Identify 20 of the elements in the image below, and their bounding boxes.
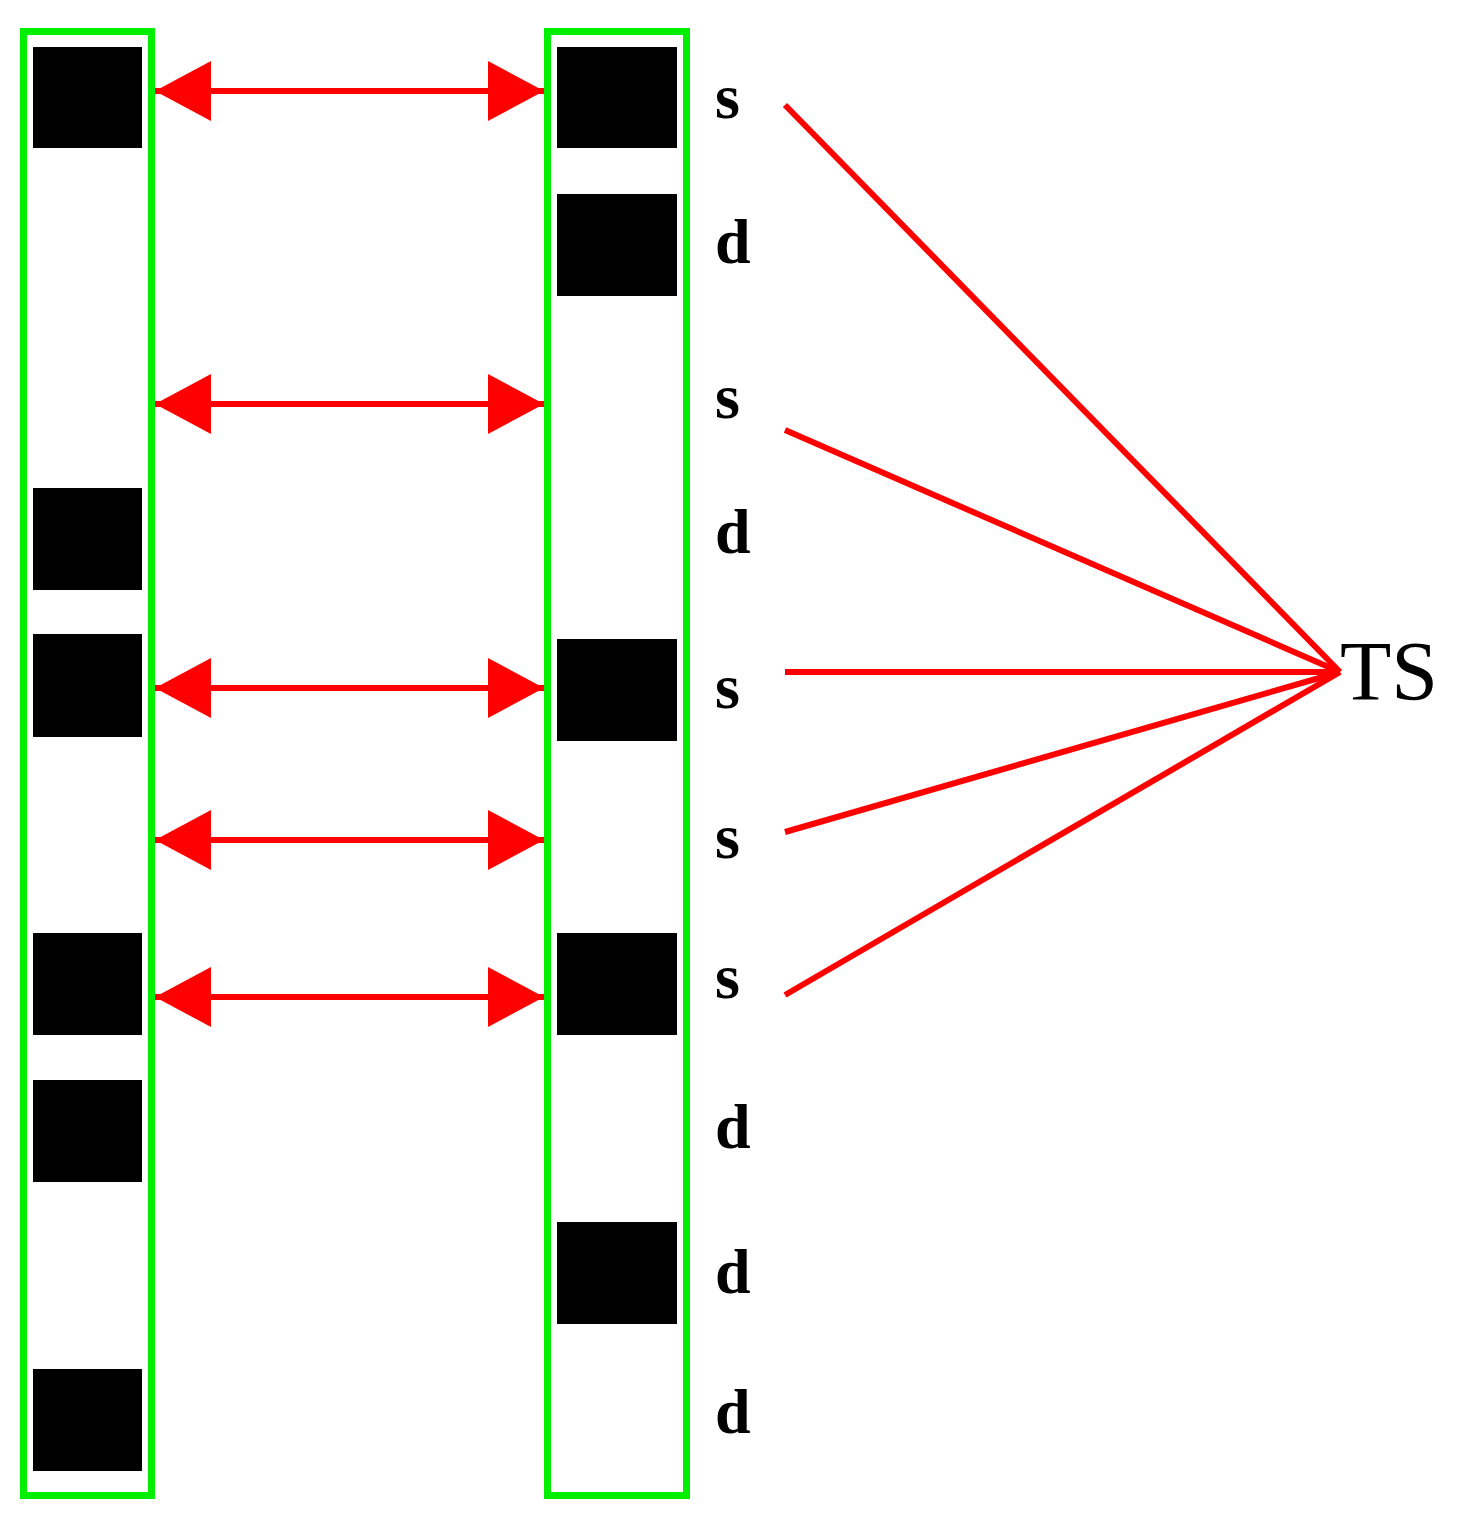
- double-arrow: [155, 967, 544, 1027]
- row-label: TS: [1340, 627, 1465, 717]
- row-label: d: [715, 1092, 785, 1162]
- connector-line: [783, 669, 1342, 998]
- chromosome-bar: [20, 28, 155, 1499]
- row-label: s: [715, 942, 785, 1012]
- connector-line: [784, 669, 1341, 835]
- row-label: s: [715, 362, 785, 432]
- row-label: d: [715, 207, 785, 277]
- row-label: s: [715, 652, 785, 722]
- chromosome-bar: [544, 28, 690, 1499]
- row-label: d: [715, 497, 785, 567]
- double-arrow: [155, 374, 544, 434]
- row-label: d: [715, 1377, 785, 1447]
- row-label: s: [715, 802, 785, 872]
- double-arrow: [155, 810, 544, 870]
- double-arrow: [155, 658, 544, 718]
- row-label: s: [715, 62, 785, 132]
- double-arrow: [155, 61, 544, 121]
- row-label: d: [715, 1237, 785, 1307]
